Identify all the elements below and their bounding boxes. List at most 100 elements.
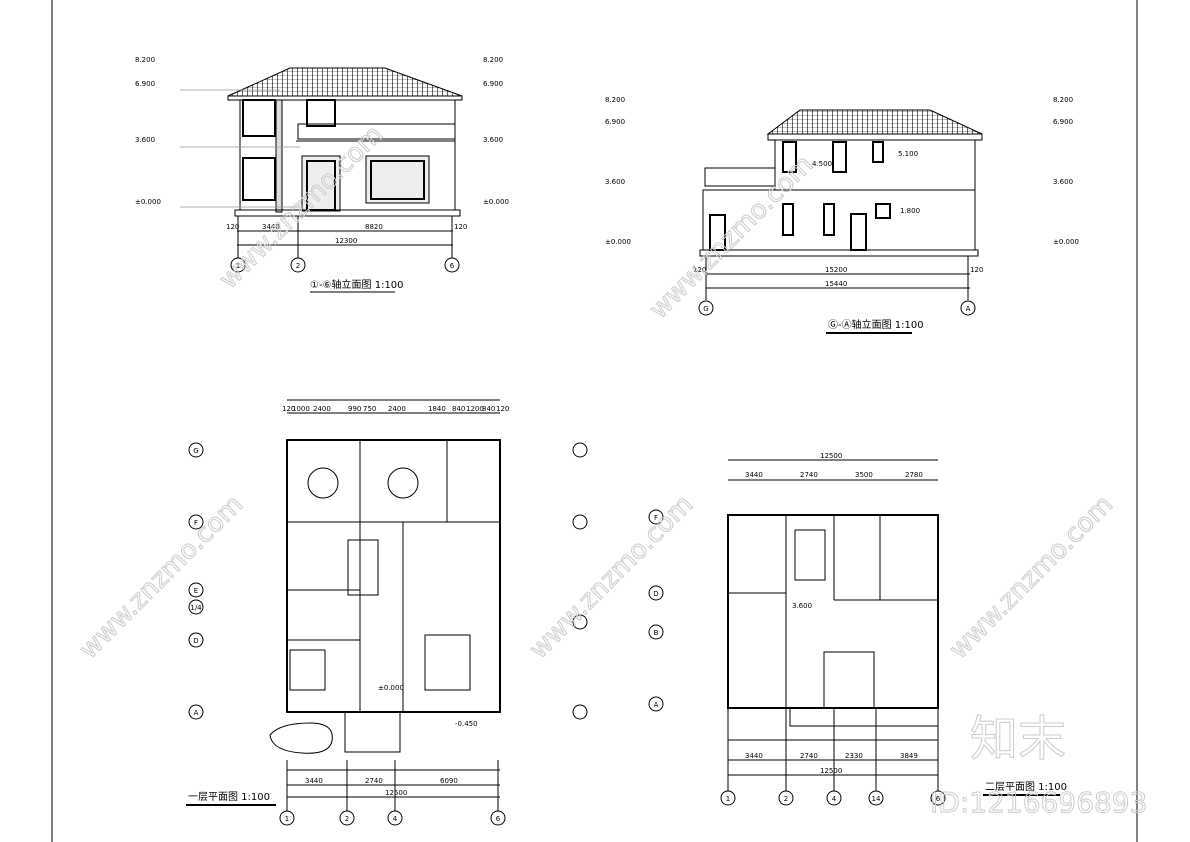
dim: 1840: [428, 405, 446, 413]
dim: 3440: [745, 752, 763, 760]
level-eave-r: 6.900: [1053, 118, 1073, 126]
axis-label: 4: [393, 815, 398, 823]
dim: 1200: [466, 405, 484, 413]
axis-label: D: [653, 590, 658, 598]
dim: 120: [970, 266, 983, 274]
axis-label: 6: [496, 815, 501, 823]
dim: 3500: [855, 471, 873, 479]
axis-label: 2: [345, 815, 349, 823]
dim: 1000: [292, 405, 310, 413]
level-roof: 8.200: [605, 96, 625, 104]
axis-label: 6: [936, 795, 941, 803]
ground-floor-plan: 120 1000 2400 990 750 2400 1840 840 1200…: [186, 399, 588, 826]
dim: 6090: [440, 777, 458, 785]
dim: 3440: [745, 471, 763, 479]
level-2f-r: 3.600: [483, 136, 503, 144]
dim: 15200: [825, 266, 847, 274]
second-floor-plan: 3440 2740 3500 2780 12500 3440 2740 2330…: [648, 452, 1067, 806]
level-eave-r: 6.900: [483, 80, 503, 88]
row-axes: F D B A: [648, 509, 664, 712]
axis-label: 1/4: [190, 604, 202, 612]
dim: 2400: [388, 405, 406, 413]
dim: 750: [363, 405, 376, 413]
dim: 840: [452, 405, 465, 413]
level-mark: 3.600: [792, 602, 812, 610]
dim-total: 12300: [335, 237, 357, 245]
level-eave: 6.900: [135, 80, 155, 88]
dim: 2740: [365, 777, 383, 785]
dim: 2740: [800, 752, 818, 760]
axis-label: 14: [872, 795, 881, 803]
dim: 3849: [900, 752, 918, 760]
level-eave: 6.900: [605, 118, 625, 126]
elevation-title: Ⓖ-Ⓐ轴立面图 1:100: [828, 318, 924, 331]
axis-label: A: [194, 709, 199, 717]
level-mark: ±0.000: [378, 684, 404, 692]
dim-total: 12500: [820, 452, 842, 460]
axis-label: G: [703, 305, 708, 313]
dim: 840: [482, 405, 495, 413]
dim: 2780: [905, 471, 923, 479]
level-2f: 3.600: [135, 136, 155, 144]
row-axes: G F E 1/4 D A: [188, 442, 588, 720]
dim-total: 15440: [825, 280, 847, 288]
col-axes: 1 2 4 14 6: [720, 708, 946, 806]
axis-label: A: [654, 701, 659, 709]
watermark-site: www.znzmo.com: [644, 150, 819, 325]
dim: 990: [348, 405, 361, 413]
elevation-title: ①-⑥轴立面图 1:100: [310, 278, 404, 291]
watermark-brand: 知末: [970, 711, 1066, 767]
plan-title: 一层平面图 1:100: [188, 791, 270, 803]
axis-label: 6: [450, 262, 455, 270]
level-2f-r: 3.600: [1053, 178, 1073, 186]
axis-label: F: [654, 514, 658, 522]
level-mark: 1.800: [900, 207, 920, 215]
level-mark: -0.450: [455, 720, 478, 728]
axis-label: 4: [832, 795, 837, 803]
level-2f: 3.600: [605, 178, 625, 186]
axis-label: 1: [726, 795, 730, 803]
dim-total: 12500: [820, 767, 842, 775]
level-roof-r: 8.200: [1053, 96, 1073, 104]
level-roof-r: 8.200: [483, 56, 503, 64]
watermark-id: ID:1216696893: [930, 786, 1147, 819]
axis-label: 2: [784, 795, 788, 803]
level-roof: 8.200: [135, 56, 155, 64]
dim: 8820: [365, 223, 383, 231]
watermark-site: www.znzmo.com: [74, 490, 249, 665]
axis-label: A: [966, 305, 971, 313]
dim: 120: [282, 405, 295, 413]
plan-title: 二层平面图 1:100: [985, 781, 1067, 793]
axis-label: 1: [285, 815, 289, 823]
axis-label: D: [193, 637, 198, 645]
col-axes: 1 2 4 6: [279, 760, 506, 826]
axis-label: 1: [236, 262, 240, 270]
dim: 3440: [262, 223, 280, 231]
car-outline: [269, 722, 333, 754]
level-1f-r: ±0.000: [1053, 238, 1079, 246]
axis-label: E: [194, 587, 198, 595]
dim: 120: [454, 223, 467, 231]
watermark-site: www.znzmo.com: [944, 490, 1119, 665]
dim: 120: [226, 223, 239, 231]
dim: 120: [693, 266, 706, 274]
dim: 2330: [845, 752, 863, 760]
axis-label: G: [193, 447, 198, 455]
axis-label: 2: [296, 262, 300, 270]
dim: 120: [496, 405, 509, 413]
side-elevation: 8.200 6.900 3.600 ±0.000 8.200 6.900 3.6…: [605, 96, 1079, 334]
level-1f: ±0.000: [605, 238, 631, 246]
axis-label: F: [194, 519, 198, 527]
dim-total: 12500: [385, 789, 407, 797]
level-mark: 4.500: [812, 160, 832, 168]
level-1f-r: ±0.000: [483, 198, 509, 206]
dim: 2740: [800, 471, 818, 479]
watermark-site: www.znzmo.com: [524, 490, 699, 665]
level-1f: ±0.000: [135, 198, 161, 206]
dim: 2400: [313, 405, 331, 413]
level-mark: 5.100: [898, 150, 918, 158]
axis-label: B: [654, 629, 659, 637]
front-elevation: 8.200 6.900 3.600 ±0.000 8.200 6.900 3.6…: [135, 56, 509, 293]
dim: 3440: [305, 777, 323, 785]
